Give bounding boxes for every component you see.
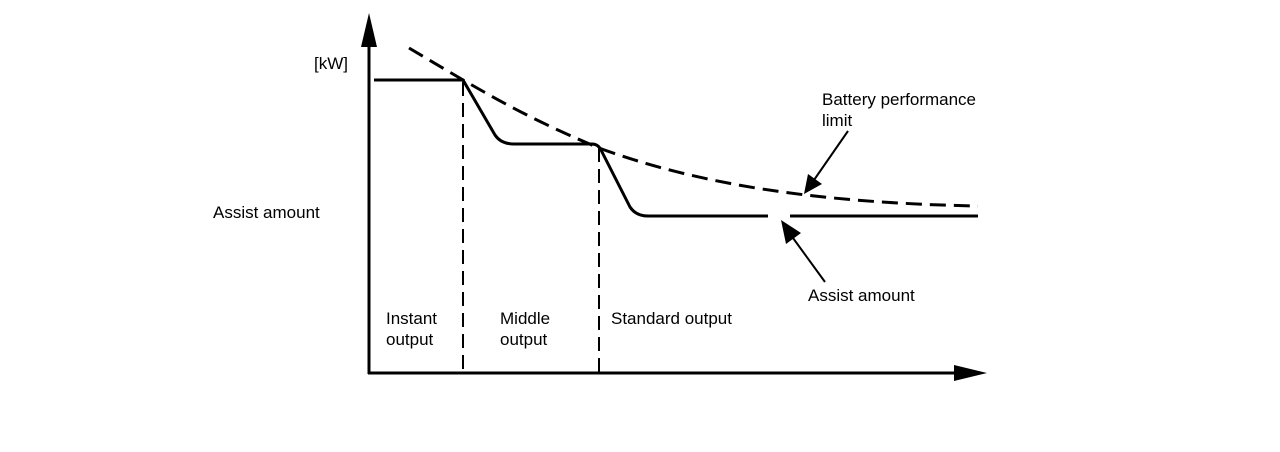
x-axis-arrowhead: [954, 365, 987, 381]
y-axis-title: Assist amount: [213, 203, 320, 222]
middle-label-line-1: Middle: [500, 309, 551, 328]
assist-amount-leader-line: [792, 237, 826, 283]
instant-label-line-1: Instant: [386, 309, 438, 328]
y-axis-arrowhead: [361, 13, 377, 47]
standard-output-region-label: Standard output: [611, 309, 732, 328]
battery-label-line-1: Battery performance: [822, 90, 977, 109]
battery-limit-leader-arrowhead: [804, 174, 822, 194]
assist-amount-callout-label: Assist amount: [808, 286, 915, 305]
battery-performance-limit-label: Battery performance limit: [822, 89, 976, 131]
middle-output-region-label: Middle output: [500, 308, 550, 350]
assist-amount-leader-arrowhead: [781, 220, 801, 244]
assist-amount-curve: [374, 78, 978, 218]
middle-label-line-2: output: [500, 330, 548, 349]
battery-label-line-2: limit: [822, 111, 853, 130]
y-axis-unit-label: [kW]: [314, 54, 348, 73]
battery-performance-limit-curve: [408, 46, 979, 208]
battery-limit-leader-line: [813, 130, 849, 181]
instant-output-region-label: Instant output: [386, 308, 437, 350]
instant-label-line-2: output: [386, 330, 434, 349]
